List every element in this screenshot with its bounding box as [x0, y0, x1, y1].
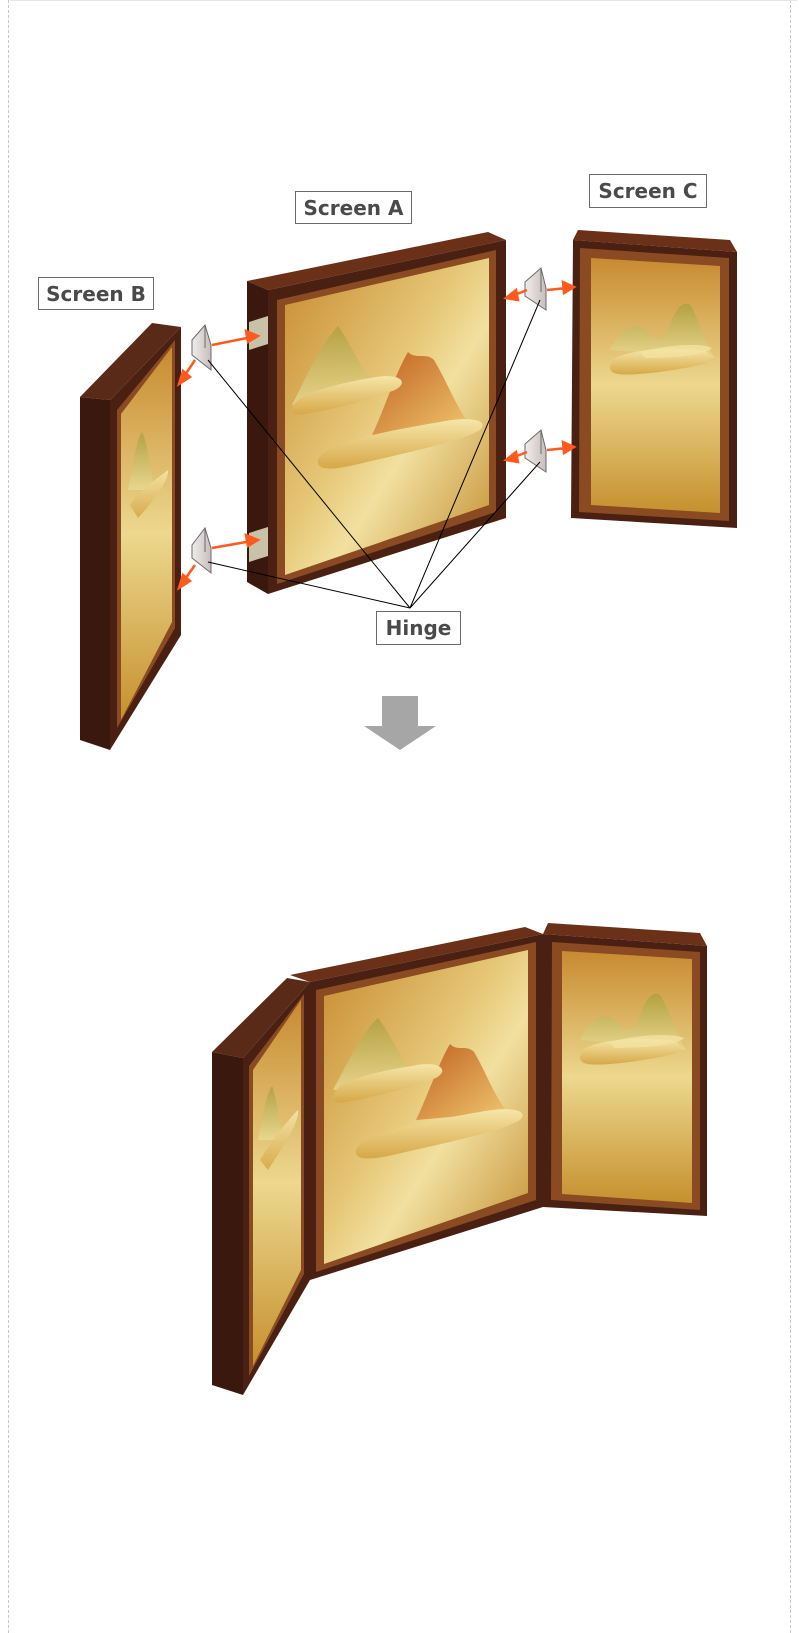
screen-a-label: Screen A — [295, 191, 412, 224]
screen-b-exploded — [80, 323, 181, 750]
screen-c-label: Screen C — [589, 174, 707, 208]
hinge-right-lower — [524, 429, 547, 473]
left-dashed-guide — [8, 0, 9, 1633]
down-arrow-icon — [364, 696, 436, 750]
top-border-line — [10, 0, 797, 1]
screen-c-exploded — [571, 230, 737, 528]
assembled-folding-screen — [212, 923, 707, 1395]
hinge-right-upper — [524, 267, 547, 311]
hinge-connection-arrows — [176, 279, 577, 591]
hinge-label: Hinge — [376, 611, 461, 645]
hinge-left-lower — [191, 526, 212, 575]
screen-b-label: Screen B — [38, 277, 154, 310]
hinge-left-upper — [191, 323, 212, 372]
screen-a-exploded — [247, 232, 506, 594]
right-dashed-guide — [790, 0, 791, 1633]
hinge-leader-lines — [207, 299, 541, 609]
